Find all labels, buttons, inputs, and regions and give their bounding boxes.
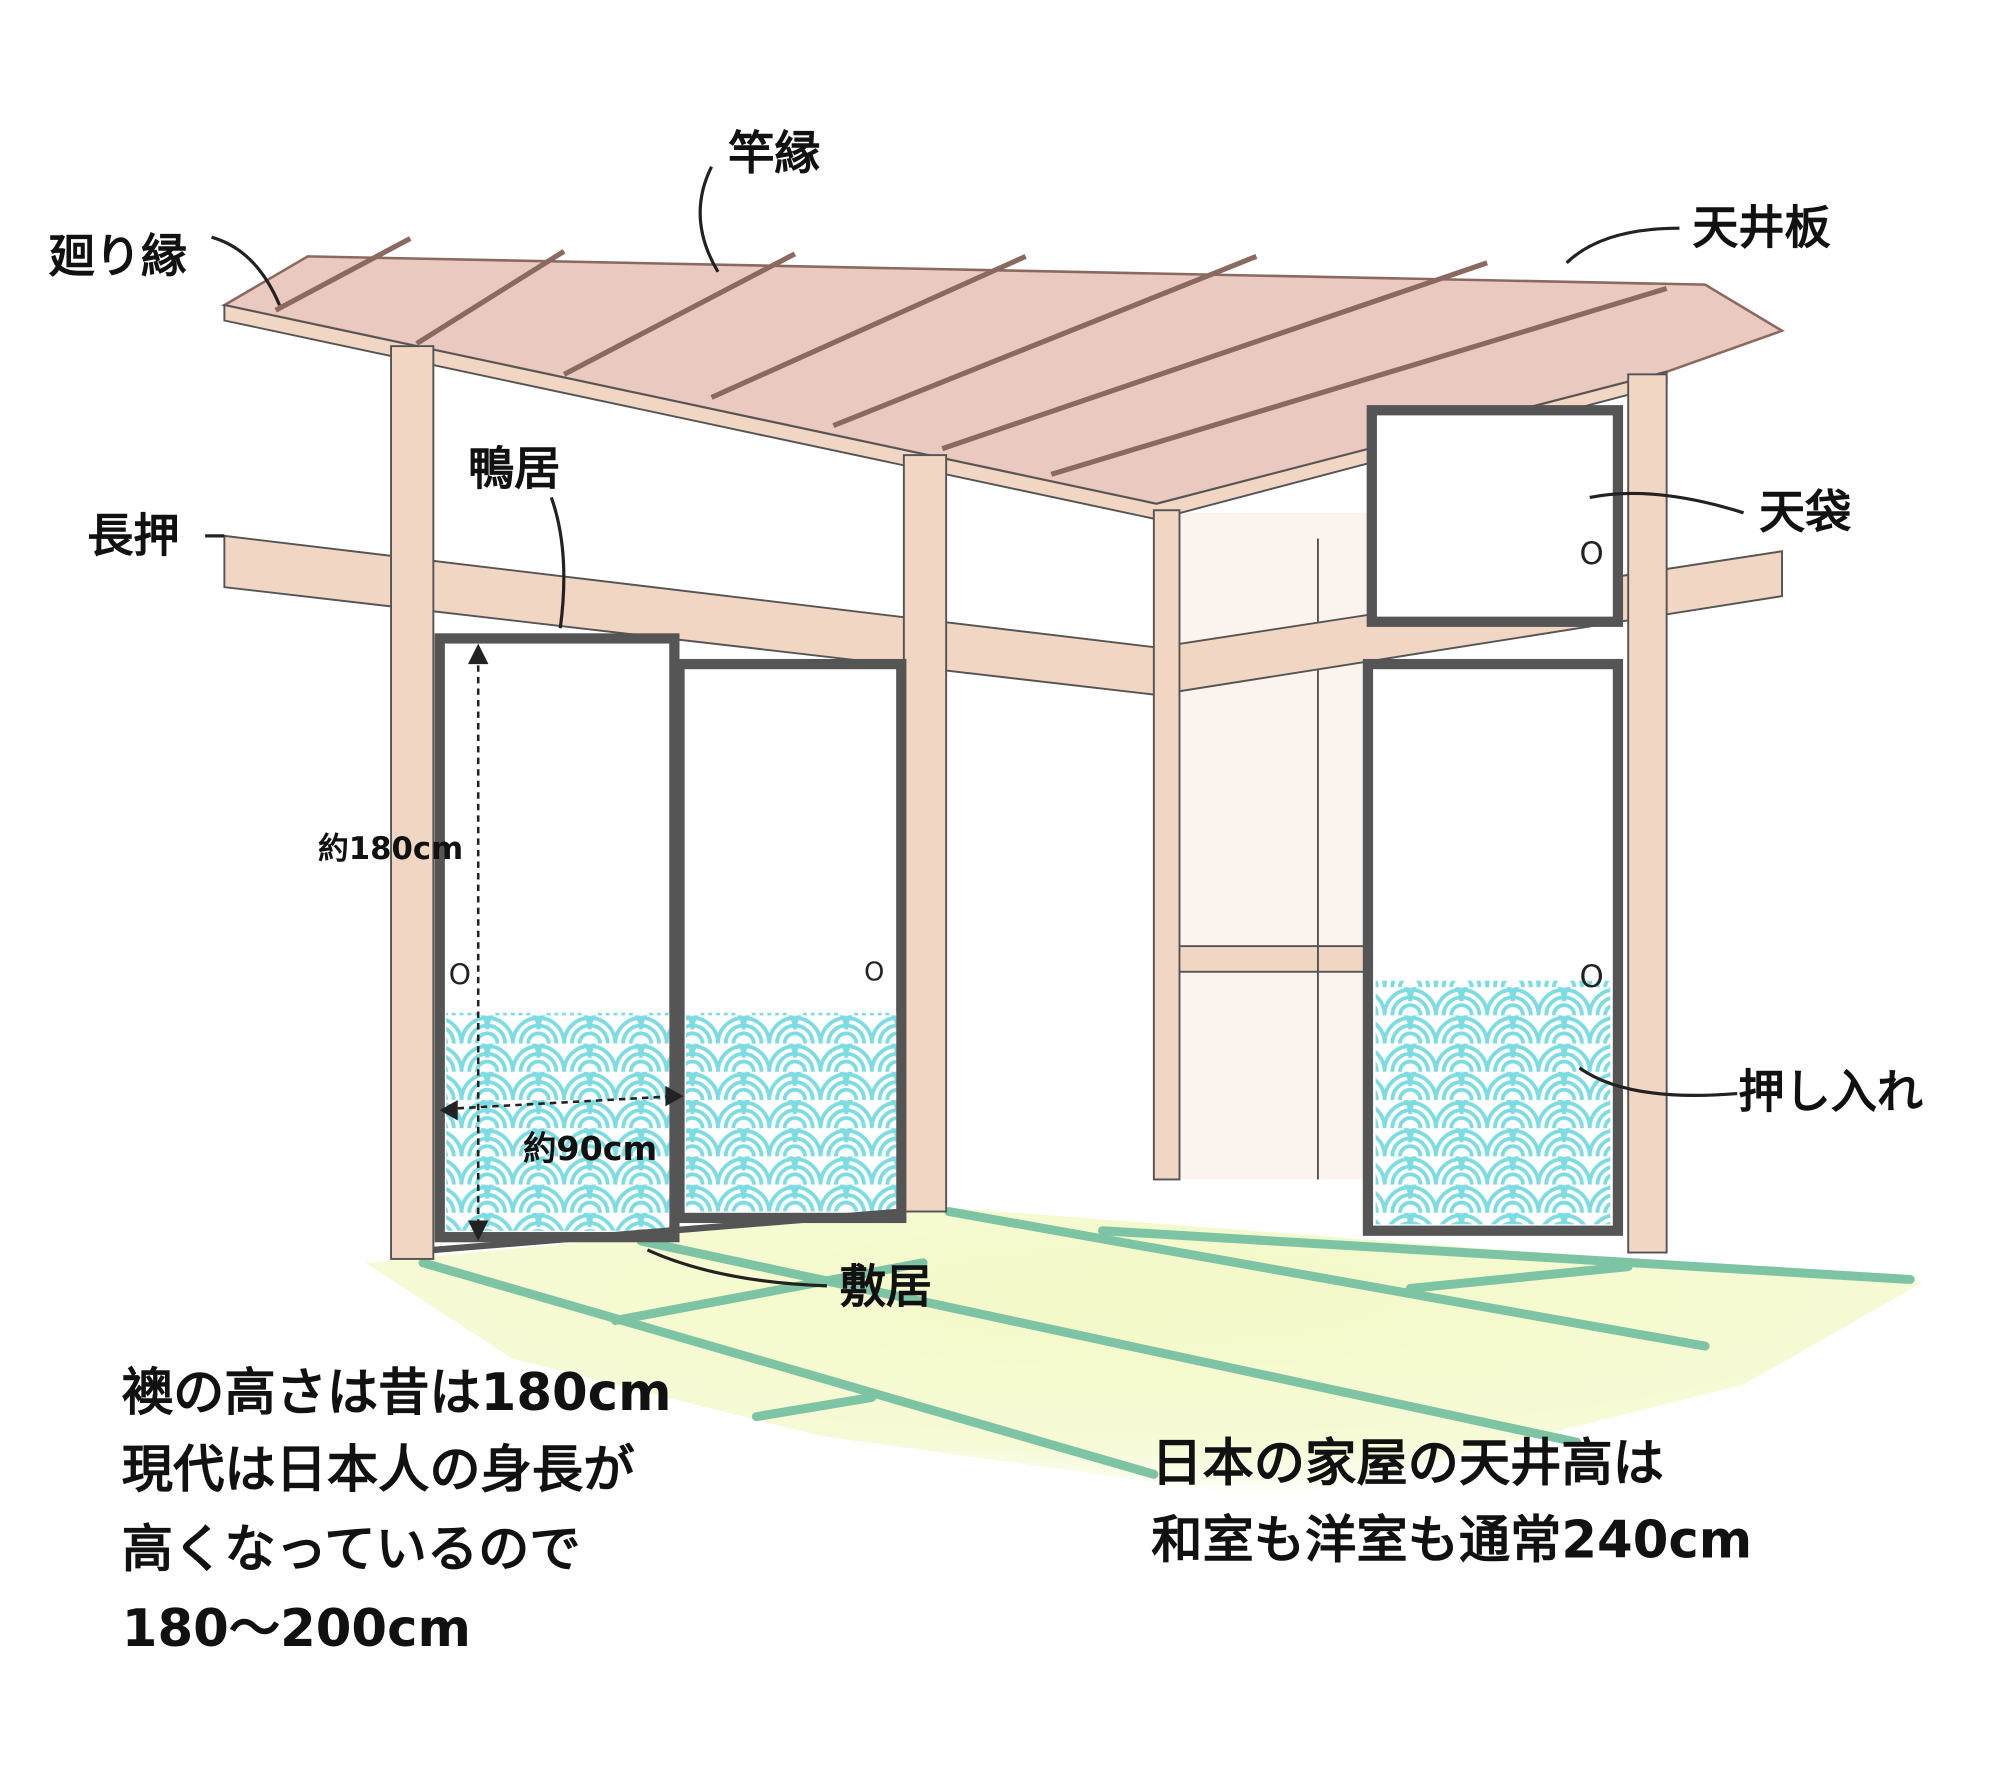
arrow-heads [439, 643, 684, 1241]
note-left-line-2: 現代は日本人の身長が [122, 1440, 635, 1500]
post-left [390, 345, 435, 1260]
label-height-dim: 約180cm [318, 831, 463, 867]
oshiire-door: O [1362, 658, 1624, 1236]
label-nageshi: 長押 [87, 508, 179, 562]
label-oshiire: 押し入れ [1738, 1065, 1923, 1119]
post-right [1627, 373, 1668, 1254]
post-corner [1152, 509, 1181, 1181]
closet-interior [1176, 512, 1370, 1180]
closet-shelf [1175, 945, 1368, 973]
label-kamoi: 鴨居 [468, 442, 560, 496]
note-left-line-4: 180〜200cm [122, 1599, 471, 1659]
label-shikii: 敷居 [840, 1260, 932, 1314]
label-tenbukuro: 天袋 [1759, 485, 1851, 539]
ceiling-battens [274, 236, 1668, 477]
dimension-arrows [446, 653, 678, 1231]
tenbukuro-door: O [1366, 405, 1624, 627]
label-saobuchi: 竿縁 [728, 126, 820, 180]
label-width-dim: 約90cm [523, 1129, 657, 1168]
label-tenjoita: 天井板 [1692, 201, 1830, 255]
svg-text:O: O [1579, 536, 1603, 572]
tatami-edges [418, 1207, 1915, 1479]
post-middle [902, 454, 948, 1213]
leader-lines [205, 165, 1745, 1288]
label-mawaribuchi: 廻り縁 [48, 229, 187, 283]
shikii-rail [433, 1208, 905, 1254]
svg-text:O: O [864, 958, 884, 988]
note-left-line-3: 高くなっているので [122, 1520, 581, 1580]
svg-text:O: O [1579, 959, 1603, 995]
fusuma-right: O [674, 658, 907, 1224]
note-left-line-1: 襖の高さは昔は180cm [122, 1363, 672, 1423]
svg-text:O: O [449, 959, 471, 992]
note-right-line-1: 日本の家屋の天井高は [1151, 1434, 1664, 1494]
note-right-line-2: 和室も洋室も通常240cm [1151, 1511, 1752, 1571]
